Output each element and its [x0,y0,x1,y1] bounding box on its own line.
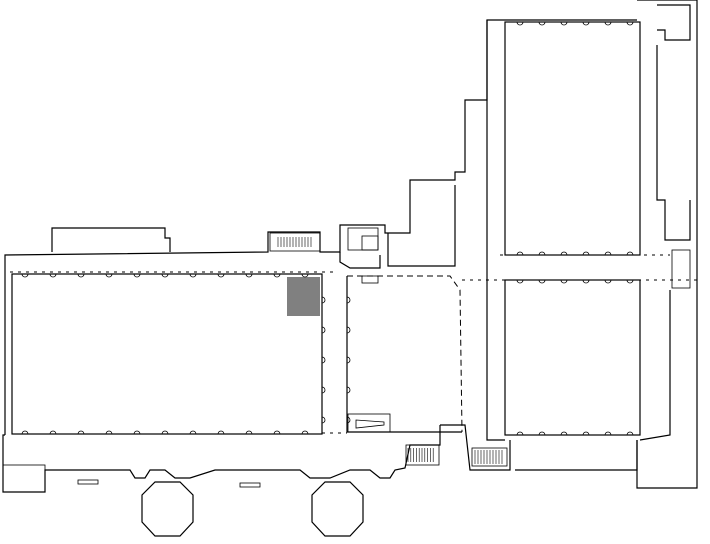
middle-hall-wall [346,276,462,433]
column-marker [604,431,612,436]
column-marker [49,273,57,278]
south-east-wall [515,440,638,471]
east-room [671,249,691,289]
column-marker [321,326,326,334]
column-marker [604,21,612,26]
column-marker [245,430,253,435]
middle-hall-service [347,413,391,433]
column-marker [321,386,326,394]
column-marker [346,356,351,364]
upper-stairs [269,232,321,252]
upper-left-annex [51,227,171,252]
north-service-rooms [657,4,691,41]
info-desks [77,479,261,488]
south-concourse [2,425,441,493]
column-marker [21,273,29,278]
east-inner-wall-lower [639,290,671,441]
column-marker [582,21,590,26]
column-marker [301,430,309,435]
octagon-room-east [311,481,364,537]
column-marker [582,279,590,284]
column-marker [161,273,169,278]
column-marker [21,430,29,435]
east-upper-hall [504,21,641,256]
column-marker [516,21,524,26]
column-marker [516,431,524,436]
west-hall-outer-wall [4,19,637,435]
column-markers [21,21,634,436]
column-marker [538,21,546,26]
column-marker [560,431,568,436]
octagon-room-west [141,481,194,537]
column-marker [582,431,590,436]
column-marker [49,430,57,435]
central-block [387,185,456,267]
east-building [486,20,505,441]
ramp [355,419,385,429]
column-marker [161,430,169,435]
middle-exhibit-hall [347,275,463,433]
column-marker [321,356,326,364]
column-marker [626,279,634,284]
column-marker [560,251,568,256]
column-marker [626,251,634,256]
column-marker [273,273,281,278]
column-marker [626,431,634,436]
column-marker [105,430,113,435]
column-marker [77,430,85,435]
column-marker [217,430,225,435]
column-marker [273,430,281,435]
east-service-strip [636,0,698,489]
column-marker [189,430,197,435]
column-marker [189,273,197,278]
east-inner-wall [656,45,691,241]
column-marker [604,279,612,284]
column-marker [626,21,634,26]
column-marker [245,273,253,278]
column-marker [604,251,612,256]
column-marker [321,416,326,424]
column-marker [560,21,568,26]
column-marker [77,273,85,278]
column-marker [582,251,590,256]
column-marker [516,251,524,256]
column-marker [538,251,546,256]
column-marker [538,279,546,284]
column-marker [133,273,141,278]
column-marker [516,279,524,284]
column-marker [105,273,113,278]
service-core [339,227,381,284]
highlighted-booth-area[interactable] [287,277,320,316]
column-marker [346,296,351,304]
column-marker [346,386,351,394]
south-east-connector [440,424,511,471]
column-marker [301,273,309,278]
east-lower-hall [504,279,641,436]
south-west-room [2,464,46,493]
lower-stairs [405,444,508,467]
column-marker [538,431,546,436]
column-marker [560,279,568,284]
column-marker [217,273,225,278]
column-marker [321,296,326,304]
column-marker [346,326,351,334]
west-exhibit-hall [11,273,323,435]
column-marker [133,430,141,435]
